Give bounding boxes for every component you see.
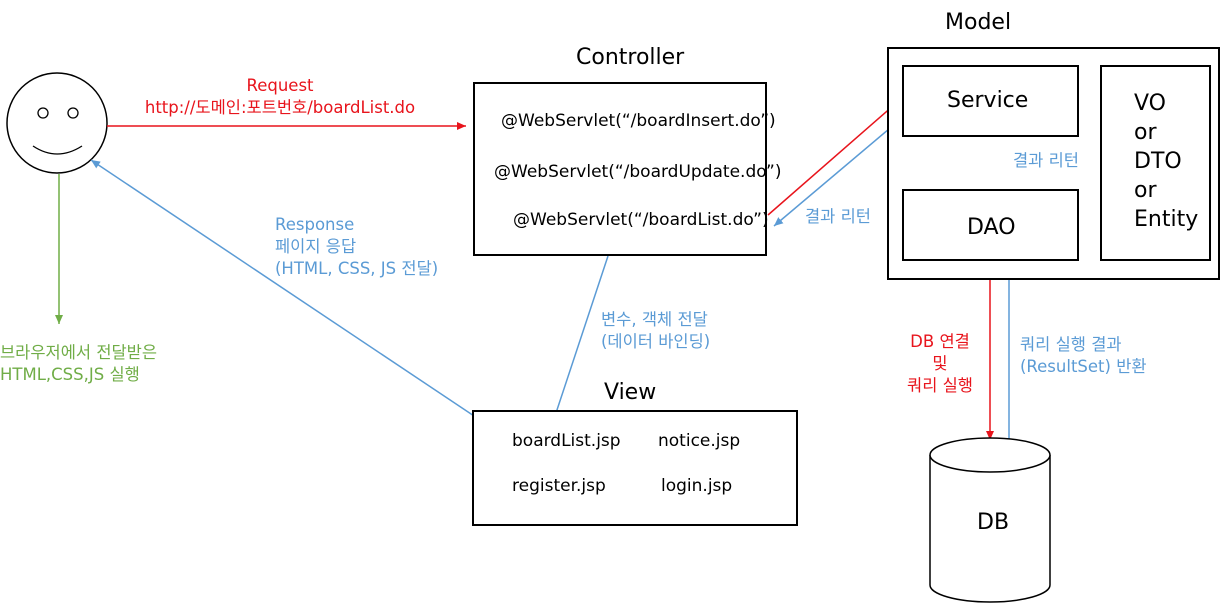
- service-to-controller-arrow: [773, 117, 903, 227]
- controller-title: Controller: [576, 45, 685, 70]
- vo-label: VO or DTO or Entity: [1134, 91, 1199, 232]
- servlet-board-insert: @WebServlet(“/boardInsert.do”): [501, 111, 776, 131]
- response-arrow: [90, 159, 508, 439]
- db-connect-annotation: DB 연결 및 쿼리 실행: [907, 332, 973, 395]
- request-annotation: Request http://도메인:포트번호/boardList.do: [144, 76, 416, 117]
- model-box: Service DAO VO or DTO or Entity: [887, 47, 1220, 280]
- view-title: View: [604, 380, 657, 405]
- to-view-annotation: 변수, 객체 전달 (데이터 바인딩): [601, 310, 711, 351]
- view-file-register: register.jsp: [512, 476, 606, 496]
- result-return-service-annotation: 결과 리턴: [1013, 151, 1079, 170]
- controller-to-view-arrow: [551, 255, 609, 426]
- browser-annotation: 브라우저에서 전달받은 HTML,CSS,JS 실행: [0, 343, 158, 384]
- view-box: boardList.jsp notice.jsp register.jsp lo…: [472, 410, 798, 526]
- result-return-controller-annotation: 결과 리턴: [805, 207, 871, 226]
- service-label: Service: [947, 88, 1029, 113]
- service-box: Service: [902, 65, 1079, 137]
- db-label: DB: [977, 510, 1010, 535]
- response-annotation: Response 페이지 응답 (HTML, CSS, JS 전달): [275, 215, 439, 278]
- db-cylinder: [929, 437, 1051, 603]
- servlet-board-list: @WebServlet(“/boardList.do”): [513, 210, 769, 230]
- smiley-face-icon: [6, 72, 108, 174]
- model-title: Model: [945, 10, 1012, 35]
- query-result-annotation: 쿼리 실행 결과 (ResultSet) 반환: [1020, 335, 1147, 376]
- controller-to-service-arrow: [767, 97, 903, 216]
- view-file-login: login.jsp: [661, 476, 733, 496]
- vo-box: VO or DTO or Entity: [1100, 65, 1211, 261]
- controller-box: @WebServlet(“/boardInsert.do”) @WebServl…: [473, 82, 781, 256]
- view-file-notice: notice.jsp: [658, 431, 741, 451]
- view-file-boardlist: boardList.jsp: [512, 431, 621, 451]
- dao-label: DAO: [967, 215, 1016, 240]
- servlet-board-update: @WebServlet(“/boardUpdate.do”): [494, 162, 782, 182]
- dao-box: DAO: [902, 189, 1079, 261]
